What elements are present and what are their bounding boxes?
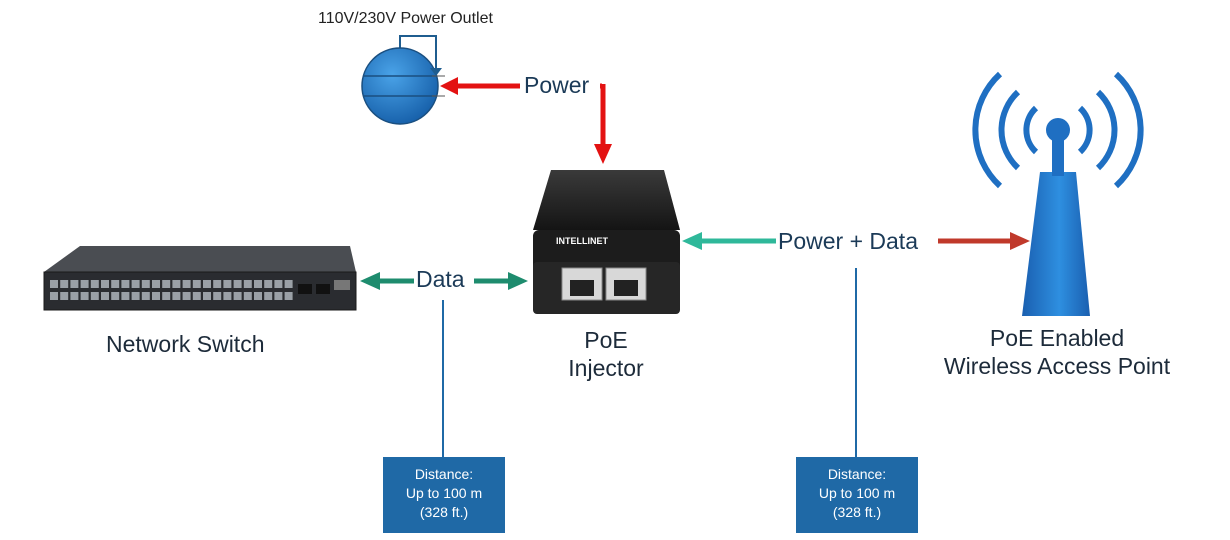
injector-label-line2: Injector xyxy=(568,355,644,381)
data-flow-label: Data xyxy=(414,266,467,292)
distance-title: Distance: xyxy=(827,466,887,482)
switch-port xyxy=(284,280,293,288)
switch-port xyxy=(101,280,109,288)
distance-metric: Up to 100 m xyxy=(405,485,483,501)
switch-port xyxy=(131,292,140,300)
switch-port xyxy=(80,280,89,288)
switch-port xyxy=(101,292,109,300)
injector-brand-text: INTELLINET xyxy=(556,236,608,246)
switch-port xyxy=(274,292,283,300)
switch-port xyxy=(121,292,130,300)
switch-port xyxy=(192,292,201,300)
switch-port xyxy=(254,280,262,288)
switch-port xyxy=(70,280,79,288)
switch-port xyxy=(60,280,69,288)
network-switch-icon xyxy=(43,246,357,311)
switch-port xyxy=(162,280,171,288)
distance-imperial: (328 ft.) xyxy=(419,504,469,520)
switch-port xyxy=(131,280,140,288)
switch-port xyxy=(254,292,262,300)
distance-box-right: Distance: Up to 100 m (328 ft.) xyxy=(796,457,918,533)
switch-port xyxy=(121,280,130,288)
switch-port xyxy=(141,292,150,300)
power-outlet-icon xyxy=(361,35,445,125)
switch-port xyxy=(162,292,171,300)
switch-port xyxy=(243,292,252,300)
switch-port xyxy=(223,292,232,300)
distance-metric: Up to 100 m xyxy=(818,485,896,501)
access-point-label: PoE Enabled Wireless Access Point xyxy=(922,324,1192,380)
switch-port xyxy=(141,280,150,288)
switch-port xyxy=(152,292,160,300)
switch-port xyxy=(243,280,252,288)
switch-port xyxy=(111,280,120,288)
poe-injector-label: PoE Injector xyxy=(556,326,656,382)
injector-label-line1: PoE xyxy=(584,327,628,353)
switch-port xyxy=(50,280,58,288)
network-switch-label: Network Switch xyxy=(106,331,265,357)
distance-box-left: Distance: Up to 100 m (328 ft.) xyxy=(383,457,505,533)
power-flow-label: Power xyxy=(522,72,592,98)
switch-port xyxy=(264,280,273,288)
switch-port xyxy=(203,280,211,288)
switch-port xyxy=(90,292,99,300)
switch-port xyxy=(274,280,283,288)
switch-ports xyxy=(50,280,293,300)
ap-label-line2: Wireless Access Point xyxy=(943,353,1171,379)
switch-port xyxy=(233,280,242,288)
switch-port xyxy=(111,292,120,300)
switch-port xyxy=(213,292,222,300)
switch-port xyxy=(203,292,211,300)
switch-port xyxy=(284,292,293,300)
outlet-label: 110V/230V Power Outlet xyxy=(318,10,493,27)
distance-title: Distance: xyxy=(414,466,474,482)
ap-label-line1: PoE Enabled xyxy=(989,325,1125,351)
power-data-arrow xyxy=(682,232,1030,250)
switch-port xyxy=(80,292,89,300)
switch-port xyxy=(192,280,201,288)
power-arrow xyxy=(440,77,612,164)
power-data-flow-label: Power + Data xyxy=(776,228,920,254)
distance-imperial: (328 ft.) xyxy=(832,504,882,520)
switch-port xyxy=(50,292,58,300)
data-arrow xyxy=(360,272,528,290)
switch-port xyxy=(264,292,273,300)
wireless-access-point-icon xyxy=(972,71,1144,316)
switch-port xyxy=(182,292,191,300)
switch-port xyxy=(182,280,191,288)
switch-port xyxy=(172,280,181,288)
switch-port xyxy=(60,292,69,300)
switch-port xyxy=(223,280,232,288)
switch-port xyxy=(172,292,181,300)
switch-port xyxy=(213,280,222,288)
switch-port xyxy=(90,280,99,288)
switch-port xyxy=(70,292,79,300)
poe-injector-icon xyxy=(533,170,680,314)
switch-port xyxy=(233,292,242,300)
switch-port xyxy=(152,280,160,288)
